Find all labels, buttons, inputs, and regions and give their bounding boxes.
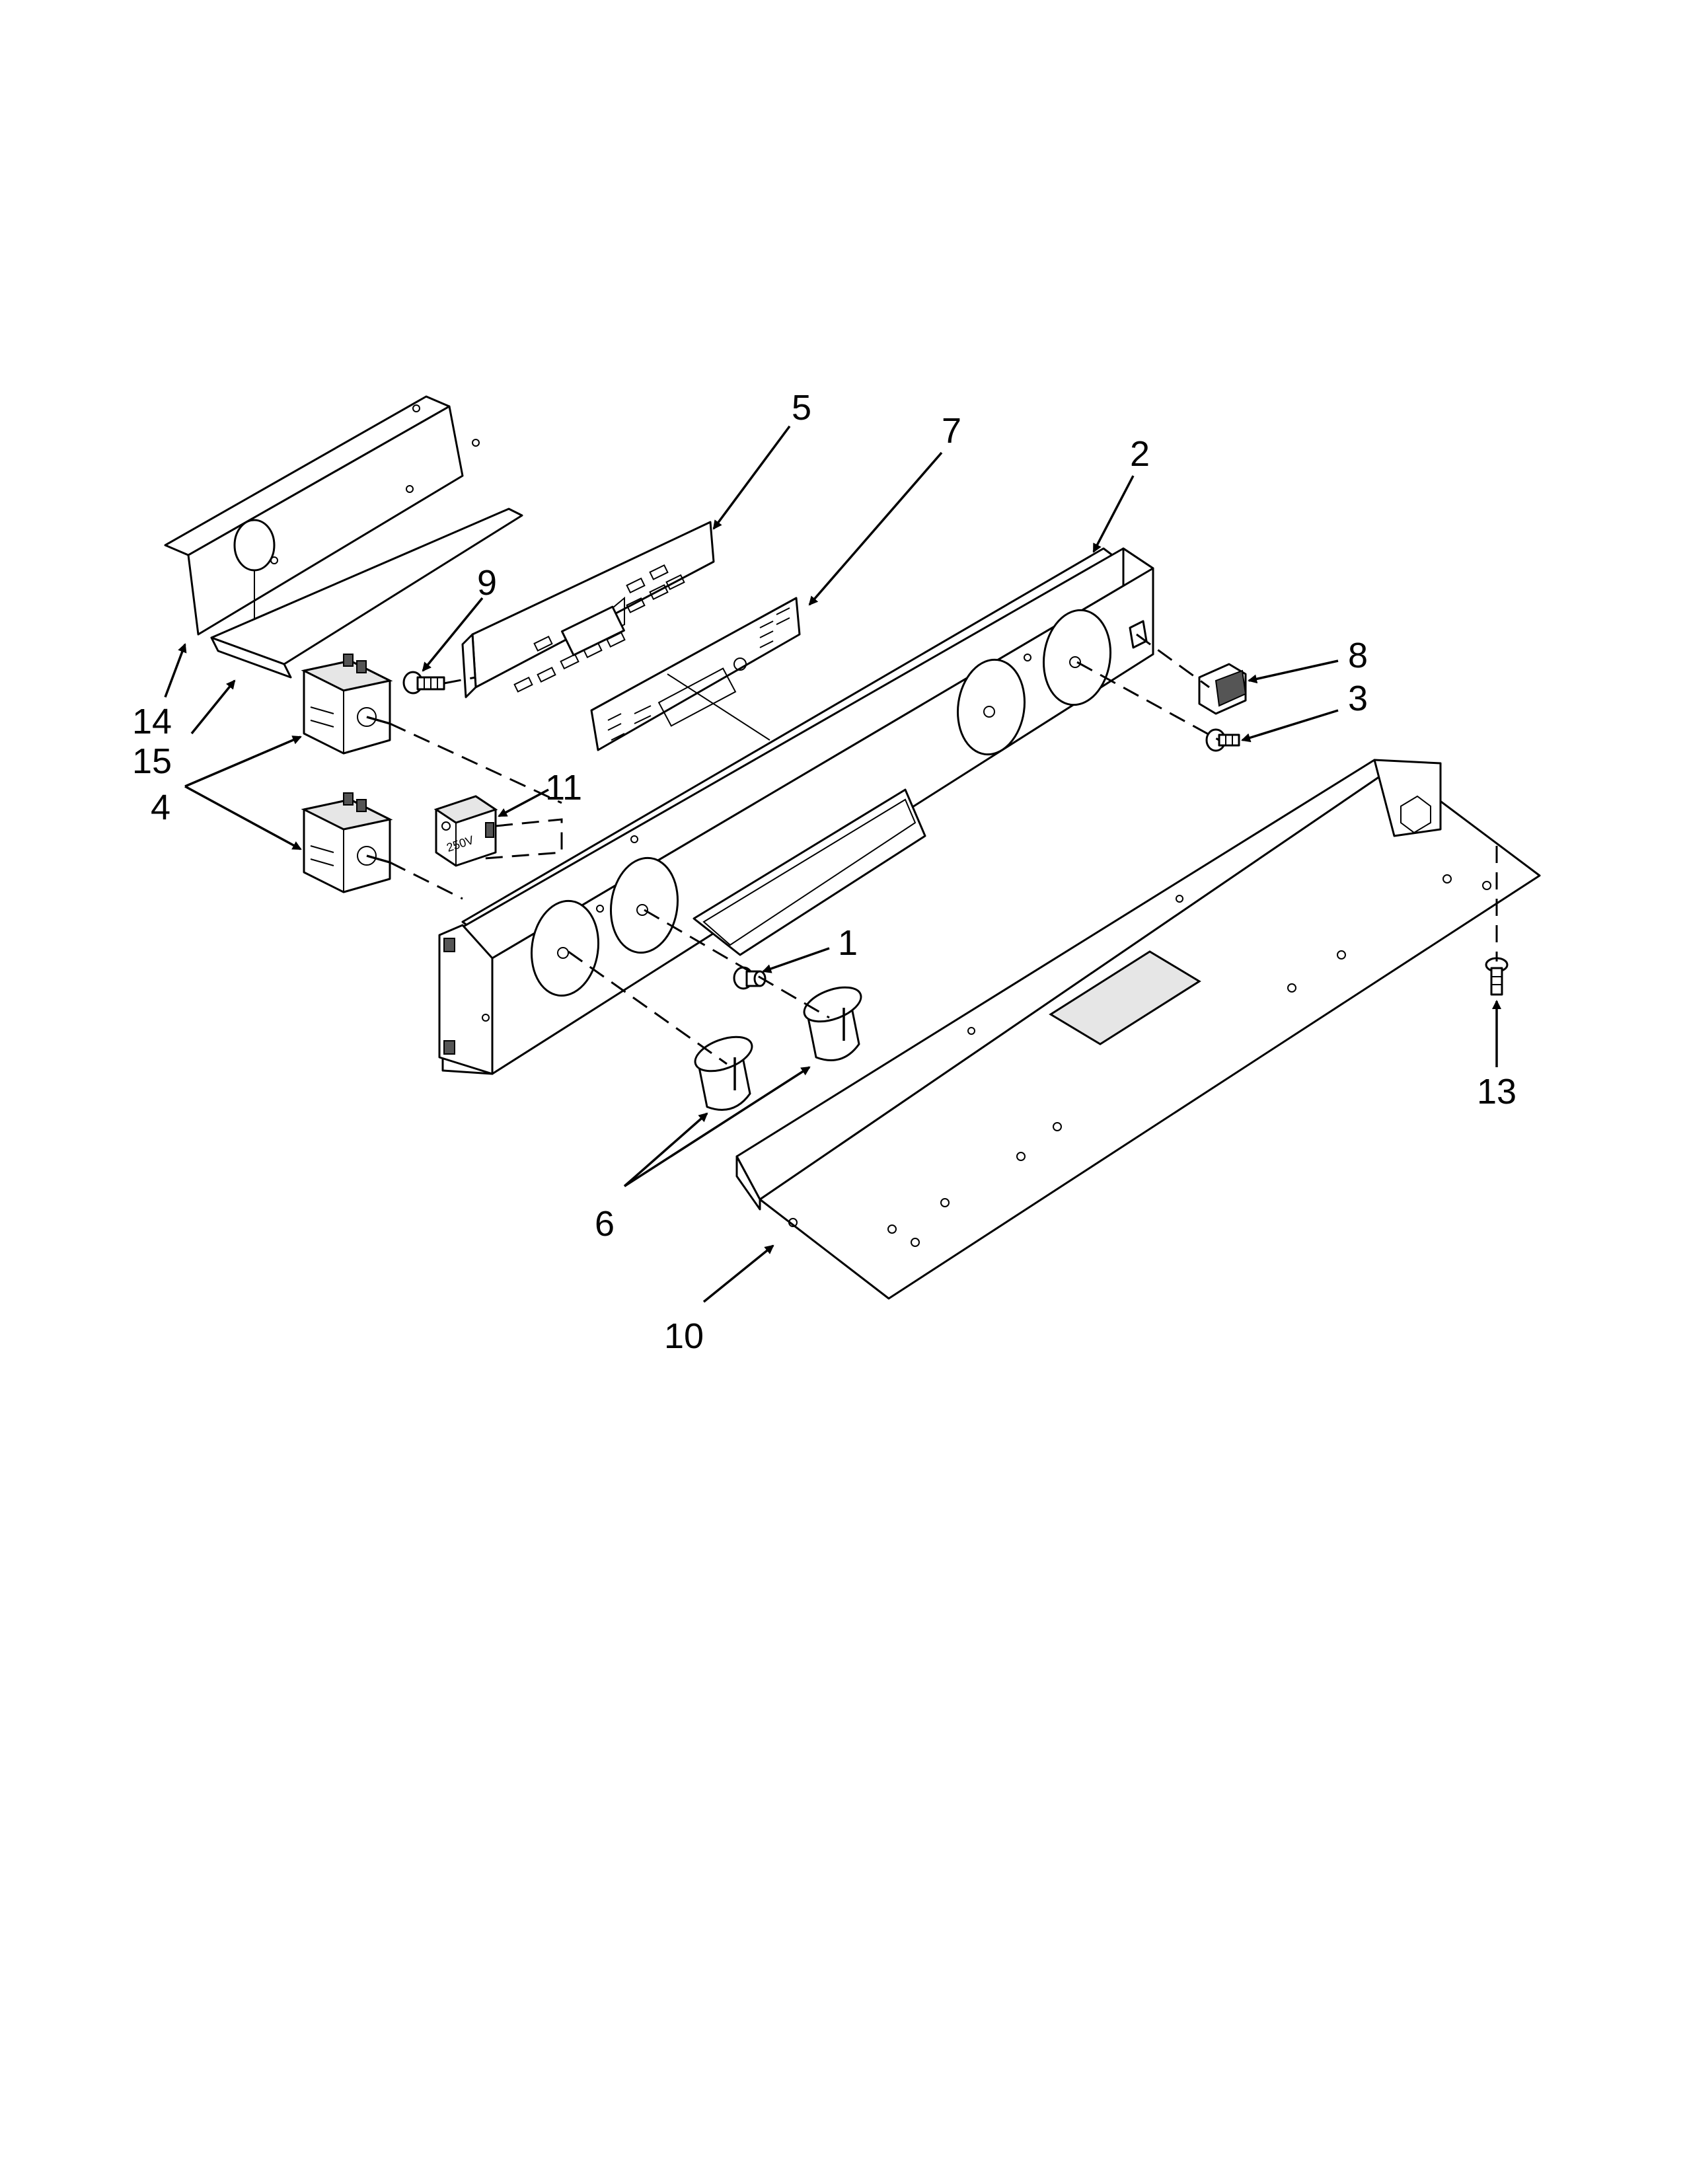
leader-7	[808, 451, 943, 606]
callout-11: 13	[1477, 1072, 1516, 1111]
part-4-upper-switch	[301, 654, 393, 755]
callout-14: 14	[132, 702, 172, 741]
leader-14	[164, 643, 187, 698]
part-7-overlay	[590, 597, 801, 751]
leader-13	[498, 788, 549, 817]
leader-2	[1092, 475, 1135, 553]
callout-5: 5	[792, 388, 811, 428]
leader-4b	[184, 785, 302, 850]
leader-8	[1248, 659, 1339, 684]
leader-5	[712, 425, 791, 530]
callout-3: 3	[1348, 679, 1368, 718]
part-2-control-panel	[438, 547, 1154, 1075]
part-8-rocker-switch	[1198, 663, 1247, 715]
part-6-knob-right	[803, 986, 862, 1061]
leader-1	[762, 947, 830, 973]
leader-6a	[623, 1112, 708, 1187]
leader-9	[422, 597, 484, 672]
callout-8: 8	[1348, 636, 1368, 675]
part-6-knob-left	[694, 1036, 753, 1111]
callout-4: 4	[151, 788, 170, 827]
callout-1: 1	[838, 923, 858, 963]
callout-6: 6	[595, 1204, 615, 1244]
part-15-bracket	[210, 508, 523, 679]
part-9-screw	[402, 671, 445, 695]
assembly-lines	[389, 633, 1498, 1065]
part-3-screw	[1205, 728, 1240, 752]
leader-15	[190, 679, 236, 735]
callout-2: 2	[1130, 434, 1150, 474]
part-1-button	[733, 966, 767, 990]
leader-4a	[184, 735, 302, 788]
part-4-lower-switch	[301, 792, 393, 893]
callout-labels: 5 7 2 9 14 15 4 11 1 6 8 3 10 13	[132, 388, 1516, 1356]
part-10-shield	[735, 759, 1541, 1300]
callout-7: 7	[942, 411, 961, 451]
leader-3	[1241, 709, 1339, 743]
part-5-control-board	[461, 521, 715, 698]
part-13-switch: 250V	[433, 795, 498, 867]
callout-9: 9	[477, 563, 497, 603]
leader-arrows	[164, 425, 1501, 1303]
callout-13: 11	[545, 768, 582, 808]
part-14-bracket	[164, 395, 480, 636]
leader-10	[702, 1244, 774, 1303]
part-11-screw	[1485, 957, 1509, 996]
callout-10: 10	[664, 1316, 704, 1356]
callout-15: 15	[132, 741, 172, 781]
leader-6b	[624, 1066, 811, 1187]
